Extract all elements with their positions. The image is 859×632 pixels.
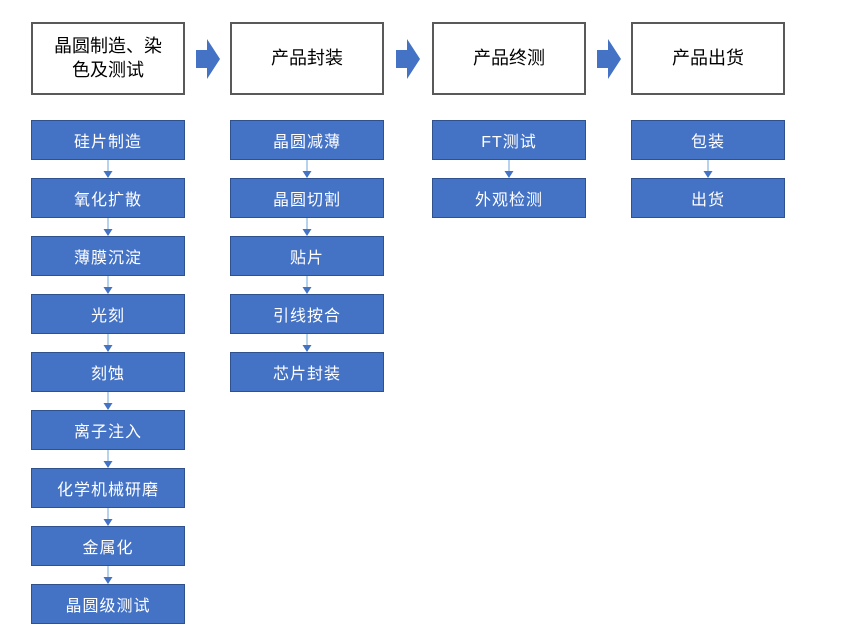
step-box: 金属化 — [31, 526, 185, 566]
stage-arrow-right-icon — [597, 36, 621, 82]
stage-header-1: 晶圆制造、染色及测试 — [31, 22, 185, 95]
step-box: 化学机械研磨 — [31, 468, 185, 508]
step-box: 外观检测 — [432, 178, 586, 218]
down-arrow-icon — [102, 334, 114, 352]
down-arrow-icon — [102, 218, 114, 236]
step-box: 薄膜沉淀 — [31, 236, 185, 276]
down-arrow-icon — [301, 160, 313, 178]
step-box: FT测试 — [432, 120, 586, 160]
step-box: 硅片制造 — [31, 120, 185, 160]
down-arrow-icon — [702, 160, 714, 178]
stage-header-2: 产品封装 — [230, 22, 384, 95]
stage-header-3: 产品终测 — [432, 22, 586, 95]
step-box: 刻蚀 — [31, 352, 185, 392]
step-box: 晶圆级测试 — [31, 584, 185, 624]
stage-arrow-right-icon — [196, 36, 220, 82]
step-box: 包装 — [631, 120, 785, 160]
step-box: 晶圆减薄 — [230, 120, 384, 160]
down-arrow-icon — [102, 276, 114, 294]
down-arrow-icon — [301, 276, 313, 294]
down-arrow-icon — [102, 392, 114, 410]
down-arrow-icon — [102, 566, 114, 584]
down-arrow-icon — [301, 218, 313, 236]
down-arrow-icon — [102, 450, 114, 468]
down-arrow-icon — [102, 508, 114, 526]
step-box: 出货 — [631, 178, 785, 218]
stage-arrow-right-icon — [396, 36, 420, 82]
down-arrow-icon — [503, 160, 515, 178]
step-box: 氧化扩散 — [31, 178, 185, 218]
step-box: 离子注入 — [31, 410, 185, 450]
down-arrow-icon — [102, 160, 114, 178]
step-box: 引线按合 — [230, 294, 384, 334]
step-box: 贴片 — [230, 236, 384, 276]
down-arrow-icon — [301, 334, 313, 352]
step-box: 光刻 — [31, 294, 185, 334]
stage-header-4: 产品出货 — [631, 22, 785, 95]
step-box: 芯片封装 — [230, 352, 384, 392]
step-box: 晶圆切割 — [230, 178, 384, 218]
